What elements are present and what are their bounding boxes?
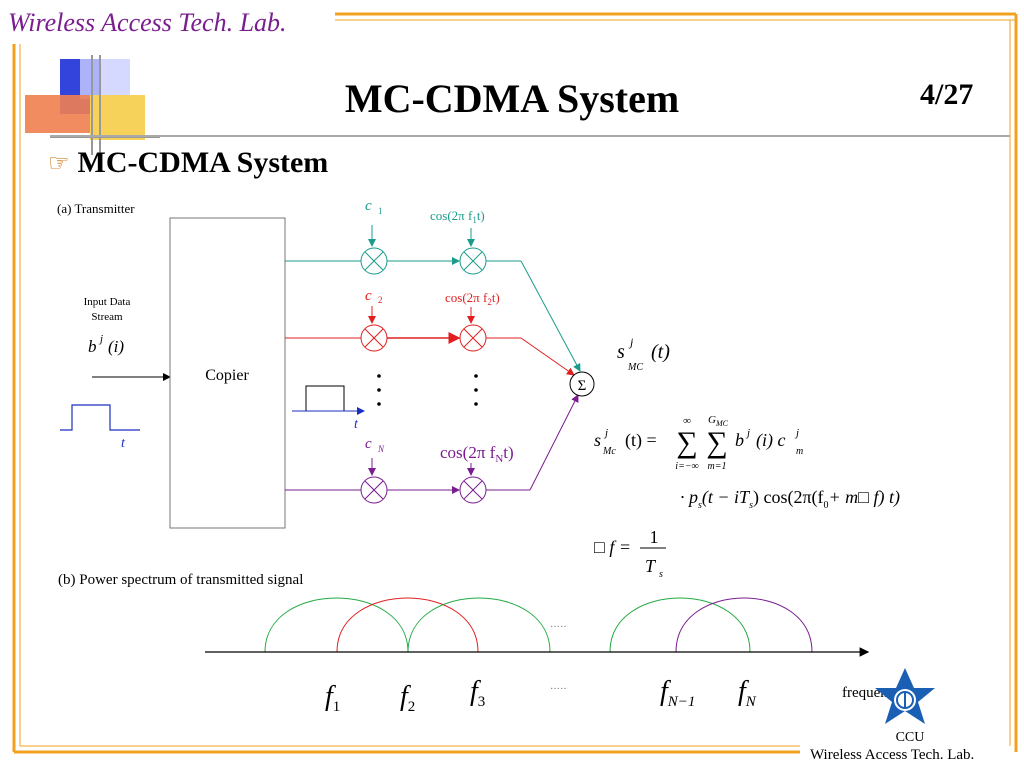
svg-text:c: c bbox=[365, 198, 372, 214]
svg-text:fN: fN bbox=[738, 676, 757, 710]
bullet-text: MC-CDMA System bbox=[77, 146, 329, 179]
copier-output-pulse: t bbox=[292, 385, 365, 432]
svg-text:m: m bbox=[796, 446, 803, 457]
svg-text:(t) =: (t) = bbox=[625, 430, 657, 451]
spectrum-ellipsis-bottom: ····· bbox=[550, 684, 567, 695]
input-pulse: t bbox=[60, 404, 140, 451]
header-brand: Wireless Access Tech. Lab. bbox=[8, 8, 287, 37]
decor-squares bbox=[25, 55, 160, 155]
branch-1: c 1 cos(2π f1t) bbox=[285, 198, 581, 372]
pointing-hand-icon: ☞ bbox=[48, 150, 70, 177]
spectrum-curves bbox=[264, 597, 813, 653]
svg-text:1: 1 bbox=[378, 206, 383, 216]
svg-text:b: b bbox=[735, 430, 744, 450]
copier-block bbox=[169, 217, 286, 529]
sum-icon: Σ bbox=[578, 378, 587, 394]
svg-text:□ f =: □ f = bbox=[594, 537, 631, 557]
footer-lab: Wireless Access Tech. Lab. bbox=[810, 747, 975, 763]
svg-text:MC: MC bbox=[627, 362, 643, 373]
svg-text:t: t bbox=[121, 436, 126, 451]
input-symbol: b j (i) bbox=[88, 333, 124, 356]
svg-text:∞: ∞ bbox=[683, 415, 691, 427]
svg-text:j: j bbox=[794, 427, 799, 439]
svg-text:fN−1: fN−1 bbox=[660, 676, 695, 710]
bullet-heading: ☞ MC-CDMA System bbox=[48, 146, 328, 180]
ccu-emblem-icon bbox=[875, 668, 935, 724]
page-number: 4/27 bbox=[920, 78, 974, 111]
branch-n: c N cos(2π fNt) bbox=[285, 394, 579, 504]
equation-signal: s j Mc (t) = ∞ ∑ i=−∞ GMC ∑ m=1 b j (i) … bbox=[594, 414, 803, 472]
svg-text:1: 1 bbox=[650, 527, 659, 547]
svg-text:cos(2π f1t): cos(2π f1t) bbox=[430, 208, 485, 225]
svg-text:T: T bbox=[645, 556, 657, 576]
svg-text:c: c bbox=[365, 288, 372, 304]
svg-text:GMC: GMC bbox=[708, 414, 729, 428]
svg-text:f2: f2 bbox=[400, 681, 415, 715]
frequency-labels: f1 f2 f3 fN−1 fN bbox=[325, 676, 757, 715]
svg-text:(t): (t) bbox=[651, 341, 670, 363]
svg-text:Mc: Mc bbox=[602, 446, 616, 457]
svg-text:b: b bbox=[88, 337, 97, 356]
spectrum-label: (b) Power spectrum of transmitted signal bbox=[58, 572, 303, 588]
svg-text:f1: f1 bbox=[325, 681, 340, 715]
output-symbol: s j MC (t) bbox=[617, 335, 670, 373]
svg-text:∑: ∑ bbox=[676, 426, 697, 459]
svg-text:cos(2π fNt): cos(2π fNt) bbox=[440, 443, 514, 465]
svg-text:2: 2 bbox=[378, 295, 383, 305]
svg-text:i=−∞: i=−∞ bbox=[675, 461, 698, 472]
title-rule bbox=[50, 135, 1010, 137]
svg-text:∑: ∑ bbox=[706, 426, 727, 459]
svg-text:t: t bbox=[354, 417, 359, 432]
footer-org: CCU bbox=[895, 730, 925, 745]
svg-text:cos(2π f2t): cos(2π f2t) bbox=[445, 290, 500, 307]
svg-text:c: c bbox=[365, 436, 372, 452]
svg-text:j: j bbox=[603, 427, 608, 439]
input-label-1: Input Data bbox=[84, 296, 131, 308]
input-label-2: Stream bbox=[91, 311, 123, 323]
svg-text:j: j bbox=[628, 335, 634, 349]
svg-text:N: N bbox=[377, 444, 385, 454]
svg-text:s: s bbox=[617, 341, 625, 363]
equation-spacing: □ f = 1 T s bbox=[594, 527, 666, 580]
equation-pulse-carrier: · ps(t − iTs) cos(2π(f0+ m□ f) t) bbox=[680, 487, 900, 511]
svg-text:s: s bbox=[594, 430, 601, 450]
branch-ellipsis bbox=[377, 374, 478, 406]
spectrum-ellipsis-top: ····· bbox=[550, 622, 567, 633]
svg-text:m=1: m=1 bbox=[708, 461, 727, 472]
svg-text:f3: f3 bbox=[470, 676, 485, 710]
svg-text:(i) c: (i) c bbox=[756, 430, 785, 451]
summer-node bbox=[569, 371, 595, 397]
copier-label: Copier bbox=[205, 367, 249, 384]
svg-text:(i): (i) bbox=[108, 337, 124, 356]
branch-2: c 2 cos(2π f2t) bbox=[285, 288, 575, 376]
transmitter-label: (a) Transmitter bbox=[57, 201, 135, 216]
svg-text:j: j bbox=[98, 333, 103, 345]
slide-title: MC-CDMA System bbox=[344, 76, 680, 121]
svg-text:s: s bbox=[659, 569, 663, 580]
svg-text:j: j bbox=[745, 427, 750, 439]
svg-text:· ps(t − iTs) cos(2π(f0+ m□ f): · ps(t − iTs) cos(2π(f0+ m□ f) t) bbox=[680, 487, 900, 511]
